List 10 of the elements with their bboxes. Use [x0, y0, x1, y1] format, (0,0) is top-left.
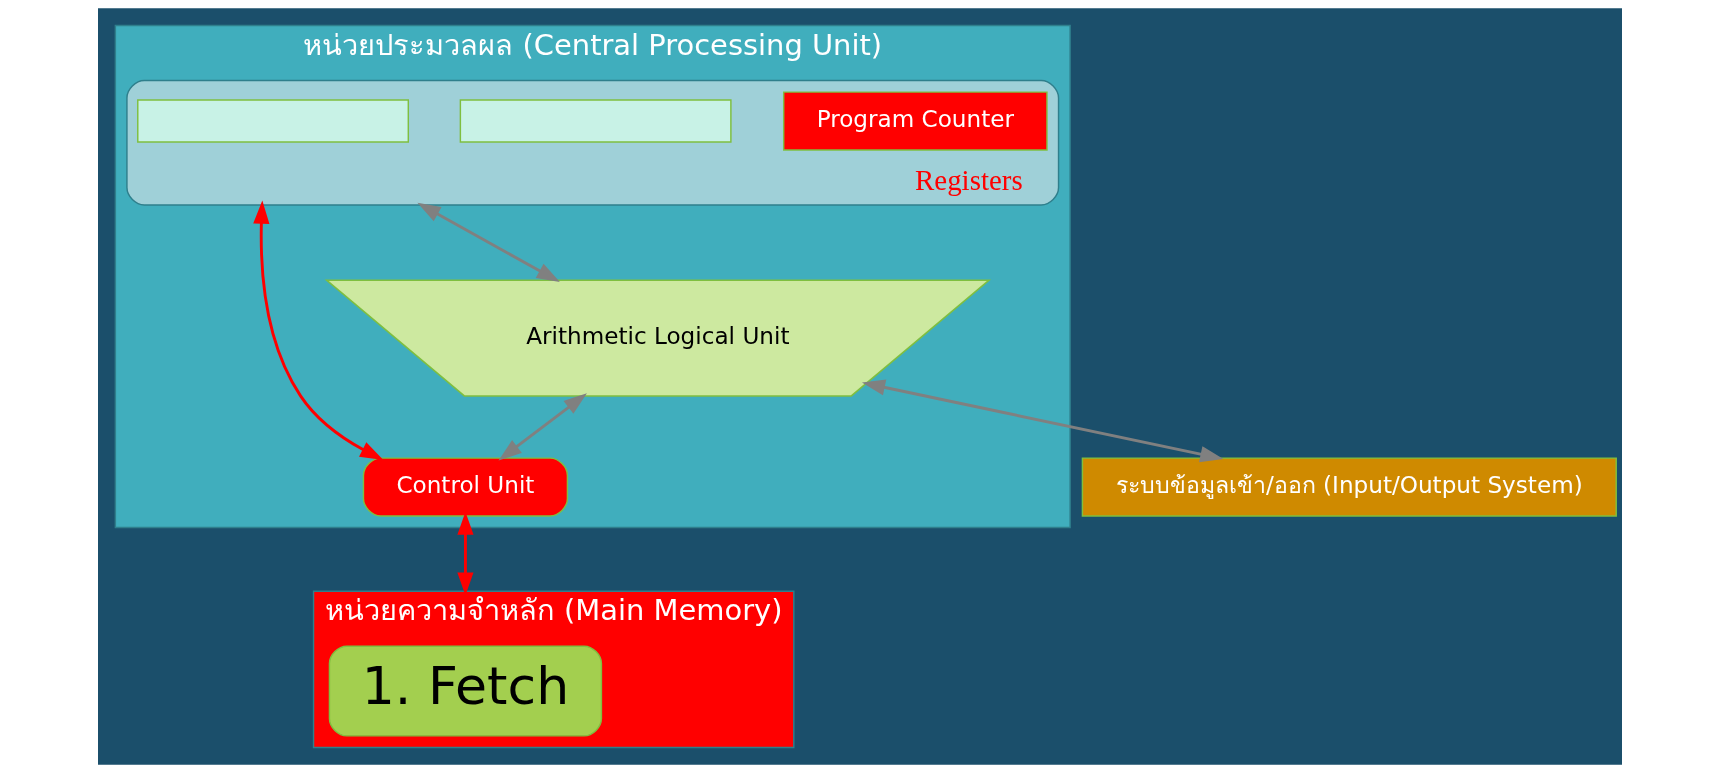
node-box: 1. Fetch [328, 645, 602, 737]
node-box: Control Unit [362, 457, 568, 517]
arrow [252, 200, 383, 460]
node-box [459, 99, 732, 143]
node-box: ระบบข้อมูลเข้า/ออก (Input/Output System) [1081, 457, 1617, 517]
node-box: Program Counter [782, 91, 1048, 151]
arrow [416, 202, 560, 283]
arrow [498, 393, 587, 461]
node-box [136, 99, 409, 143]
arrow [861, 379, 1223, 463]
